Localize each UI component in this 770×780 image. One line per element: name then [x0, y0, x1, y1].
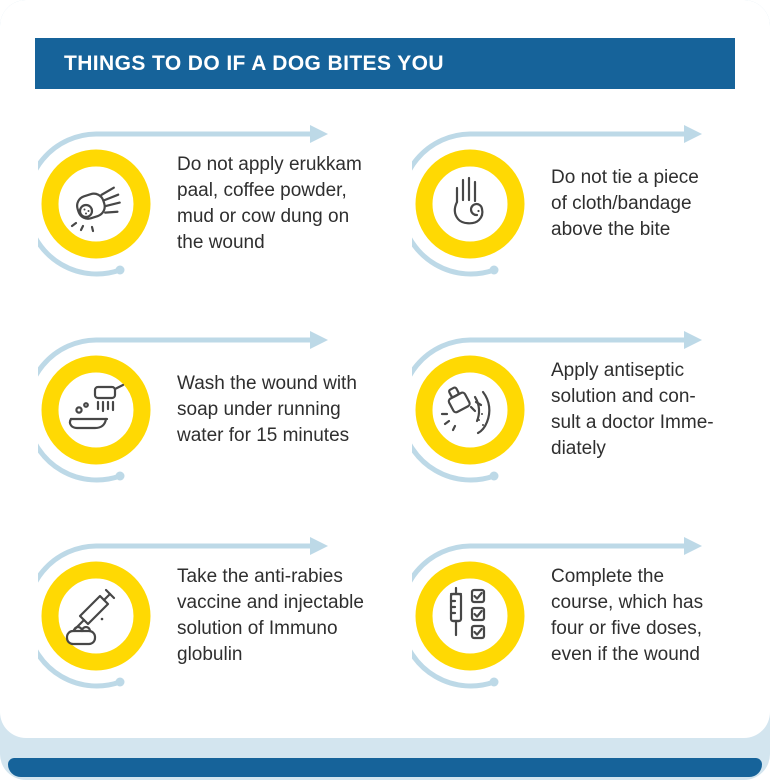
item-6: Complete the course, which has four or f…: [412, 516, 770, 722]
item-1: Do not apply erukkam paal, coffee powder…: [38, 104, 412, 310]
syringe-hand-icon: [65, 588, 116, 646]
syringe-checklist-icon: [449, 586, 486, 640]
page-title: THINGS TO DO IF A DOG BITES YOU: [64, 51, 444, 75]
item-4: Apply antiseptic solution and con- sult …: [412, 310, 770, 516]
hand-bandage-icon: [453, 176, 484, 225]
antiseptic-bottle-icon: [440, 386, 491, 435]
hand-washing-icon: [68, 383, 125, 430]
item-5: Take the anti-rabies vaccine and injecta…: [38, 516, 412, 722]
wounded-hand-icon: [70, 186, 121, 233]
item-2: Do not tie a piece of cloth/bandage abov…: [412, 104, 770, 310]
item-text: Wash the wound with soap under running w…: [177, 373, 357, 446]
item-3: Wash the wound with soap under running w…: [38, 310, 412, 516]
item-text: Do not tie a piece of cloth/bandage abov…: [551, 167, 699, 240]
item-text: Complete the course, which has four or f…: [551, 566, 704, 665]
items-grid: Do not apply erukkam paal, coffee powder…: [38, 104, 770, 722]
item-text: Do not apply erukkam paal, coffee powder…: [177, 154, 362, 253]
item-text: Take the anti-rabies vaccine and injecta…: [177, 566, 364, 665]
header-bar: THINGS TO DO IF A DOG BITES YOU: [35, 38, 735, 89]
footer-bar: [8, 758, 762, 777]
item-text: Apply antiseptic solution and con- sult …: [551, 360, 714, 459]
